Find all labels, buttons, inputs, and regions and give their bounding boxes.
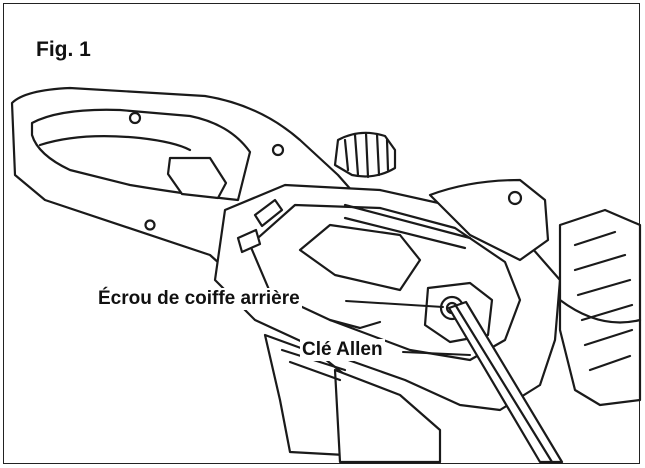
tension-knob-icon — [333, 131, 397, 179]
allen-key-label: Clé Allen — [300, 339, 385, 361]
lower-housing — [263, 333, 442, 464]
leader-line-rear-cap-nut — [345, 300, 444, 308]
leader-line-allen-key — [402, 351, 471, 356]
allen-key-icon — [447, 300, 564, 464]
screw-icon — [144, 219, 156, 231]
chain-guard — [428, 178, 642, 407]
screw-icon — [128, 111, 142, 125]
screw-icon — [271, 143, 285, 157]
motor-housing — [213, 183, 562, 412]
figure-title: Fig. 1 — [36, 38, 91, 61]
screw-icon — [507, 190, 523, 206]
rear-cap-nut-label: Écrou de coiffe arrière — [96, 288, 302, 310]
